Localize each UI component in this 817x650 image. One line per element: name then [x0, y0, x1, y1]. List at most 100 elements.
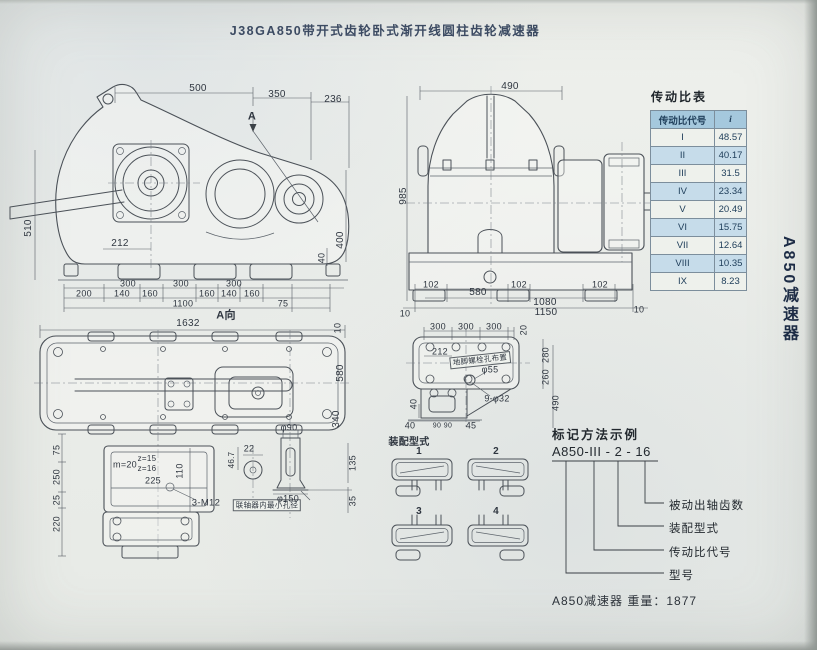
anno-v1-d500: 500: [189, 83, 207, 94]
anno-v1-d300c: 300: [226, 278, 242, 289]
anno-asm-4: 4: [493, 506, 499, 517]
anno-v3-d35: 35: [347, 495, 358, 507]
anchor-bolt-view-drawing: [406, 327, 554, 428]
marking-leader-lines: [552, 460, 664, 574]
page-title: J38GA850带开式齿轮卧式渐开线圆柱齿轮减速器: [229, 24, 541, 38]
anno-v1-d140b: 140: [221, 288, 237, 299]
ratio-col-i: i: [714, 110, 747, 129]
anno-v4-d45: 45: [465, 420, 477, 431]
assembly-type-diagrams: [391, 458, 529, 561]
anno-v2-d1150: 1150: [534, 307, 558, 318]
anno-v1-d160c: 160: [244, 288, 260, 299]
anno-v3-phi90: φ90: [280, 422, 298, 433]
anno-asm-label: 装配型式: [388, 437, 430, 448]
page-edge-top: [0, 0, 817, 4]
anno-v4-d20: 20: [518, 324, 529, 336]
anno-v2-d10a: 10: [399, 308, 411, 319]
anno-v3-d75: 75: [51, 444, 62, 456]
anno-v2-d102a: 102: [423, 279, 439, 290]
anno-v3-d10: 10: [332, 322, 343, 334]
anno-v4-d90b: 90: [443, 422, 453, 430]
anno-v1-d40: 40: [316, 252, 327, 264]
anno-v4-d300a: 300: [430, 321, 446, 332]
anno-v4-d40b: 40: [404, 420, 416, 431]
anno-v3-note: 联轴器内最小孔径: [232, 499, 302, 511]
ratio-col-code: 传动比代号: [650, 110, 715, 129]
anno-v3-d225: 225: [145, 475, 161, 486]
anno-v3-phi150: φ150: [276, 493, 300, 504]
marking-label-ratio-code: 传动比代号: [669, 547, 732, 559]
anno-v2-d1080: 1080: [533, 297, 557, 308]
anno-v2-d490: 490: [501, 81, 519, 92]
anno-v1-d212: 212: [111, 238, 129, 249]
anno-v2-d10b: 10: [633, 304, 645, 315]
anno-v3-d1632: 1632: [176, 318, 200, 329]
anno-v3-d46-7: 46.7: [227, 451, 236, 469]
anno-v4-d490: 490: [550, 395, 561, 411]
anno-v3-m20: m=20: [113, 459, 137, 470]
anno-v1-d300a: 300: [120, 278, 136, 289]
anno-v3-d250: 250: [51, 469, 62, 485]
anno-v1-d236: 236: [324, 94, 342, 105]
marking-label-model: 型号: [669, 570, 694, 582]
anno-v2-d102b: 102: [511, 279, 527, 290]
anno-v1-d510: 510: [23, 219, 34, 237]
front-view-drawing: [403, 86, 656, 312]
page-edge-bottom: [0, 641, 817, 650]
anno-v4-d40a: 40: [408, 398, 419, 410]
anno-v4-d212: 212: [432, 346, 448, 357]
top-view-drawing: [34, 325, 352, 560]
anno-v4-d260: 260: [540, 369, 551, 385]
weight-note: A850减速器 重量：1877: [552, 594, 698, 608]
anno-v3-d22: 22: [243, 443, 255, 454]
anno-v4-d300b: 300: [458, 321, 474, 332]
anno-v1-d160b: 160: [199, 288, 215, 299]
anno-v3-d25: 25: [51, 494, 62, 506]
page-edge-right: [804, 0, 817, 650]
anno-v1-d300b: 300: [173, 278, 189, 289]
anno-v3-z15: z=15: [137, 454, 157, 463]
side-view-drawing: [9, 83, 350, 312]
anno-v2-d580: 580: [469, 287, 487, 298]
anno-v3-d340: 340: [331, 410, 342, 428]
anno-v4-phi55: φ55: [481, 364, 499, 375]
ratio-table-heading: 传动比表: [651, 90, 708, 104]
anno-v1-A: A: [247, 110, 257, 123]
anno-v3-d220: 220: [51, 516, 62, 532]
anno-v4-d280: 280: [540, 347, 551, 363]
anno-v1-d75: 75: [277, 298, 289, 309]
anno-asm-1: 1: [416, 446, 422, 457]
anno-v1-d350: 350: [268, 89, 286, 100]
anno-v1-d400: 400: [335, 231, 346, 249]
anno-v3-3m12: 3-M12: [191, 497, 221, 509]
marking-label-teeth: 被动出轴齿数: [669, 500, 744, 512]
anno-v1-d1100: 1100: [172, 298, 194, 309]
marking-code: A850-III - 2 - 16: [552, 444, 651, 459]
anno-v3-d110: 110: [174, 463, 185, 479]
anno-asm-3: 3: [416, 506, 422, 517]
anno-v4-9phi32: 9-φ32: [484, 393, 510, 404]
anno-v3-d580: 580: [335, 364, 346, 382]
anno-v1-d200: 200: [76, 288, 92, 299]
anno-v3-z16: z=16: [137, 464, 157, 473]
anno-v1-d160a: 160: [142, 288, 158, 299]
marking-label-assembly: 装配型式: [669, 523, 719, 535]
anno-v1-aview: A向: [216, 309, 236, 322]
anno-v2-d102c: 102: [592, 279, 608, 290]
anno-v2-d985: 985: [398, 187, 409, 205]
anno-v1-d140a: 140: [114, 288, 130, 299]
